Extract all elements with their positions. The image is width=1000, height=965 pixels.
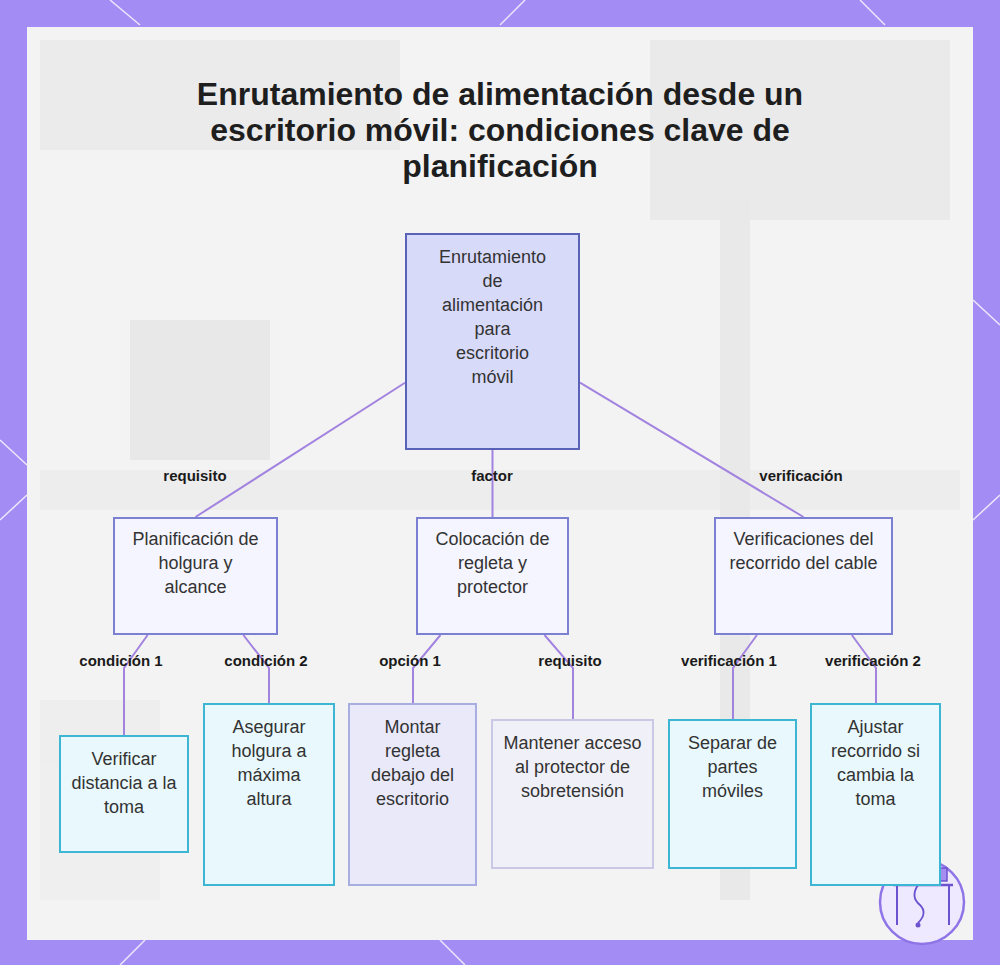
node-text: Mantener acceso al protector de sobreten… xyxy=(503,731,642,803)
connector-line xyxy=(545,635,573,719)
node-text: Colocación de regleta y protector xyxy=(430,527,555,599)
connector-line xyxy=(196,383,406,517)
edge-label: verificación 2 xyxy=(825,652,921,669)
leaf-box: Ajustar recorrido si cambia la toma xyxy=(810,703,941,886)
edge-label: opción 1 xyxy=(379,652,441,669)
connector-line xyxy=(413,635,440,703)
connector-line xyxy=(243,635,269,703)
leaf-box: Separar de partes móviles xyxy=(668,719,797,869)
category-box: Colocación de regleta y protector xyxy=(416,517,569,635)
connector-line xyxy=(492,450,494,517)
edge-label: factor xyxy=(471,467,513,484)
root-box: Enrutamiento de alimentación para escrit… xyxy=(405,233,580,450)
leaf-box: Verificar distancia a la toma xyxy=(59,735,189,853)
node-text: Planificación de holgura y alcance xyxy=(127,527,264,599)
diagram-title: Enrutamiento de alimentación desde un es… xyxy=(150,76,850,184)
blurred-photo xyxy=(40,40,960,900)
edge-label: condición 1 xyxy=(79,652,162,669)
leaf-box: Montar regleta debajo del escritorio xyxy=(348,703,477,886)
edge-label: verificación xyxy=(759,467,842,484)
node-text: Ajustar recorrido si cambia la toma xyxy=(822,715,929,811)
node-text: Verificar distancia a la toma xyxy=(71,747,177,819)
category-box: Planificación de holgura y alcance xyxy=(113,517,278,635)
edge-label: condición 2 xyxy=(224,652,307,669)
node-text: Separar de partes móviles xyxy=(680,731,785,803)
node-text: Enrutamiento de alimentación para escrit… xyxy=(439,245,546,389)
node-text: Asegurar holgura a máxima altura xyxy=(215,715,323,811)
edge-label: verificación 1 xyxy=(681,652,777,669)
connector-line xyxy=(580,383,804,517)
connector-line xyxy=(852,635,876,703)
leaf-box: Mantener acceso al protector de sobreten… xyxy=(491,719,654,869)
connector-line xyxy=(733,635,757,719)
category-box: Verificaciones del recorrido del cable xyxy=(714,517,893,635)
edge-label: requisito xyxy=(538,652,601,669)
node-text: Montar regleta debajo del escritorio xyxy=(360,715,465,811)
leaf-box: Asegurar holgura a máxima altura xyxy=(203,703,335,886)
node-text: Verificaciones del recorrido del cable xyxy=(728,527,879,575)
photo-backdrop xyxy=(27,27,973,940)
connector-line xyxy=(124,635,148,735)
edge-label: requisito xyxy=(163,467,226,484)
